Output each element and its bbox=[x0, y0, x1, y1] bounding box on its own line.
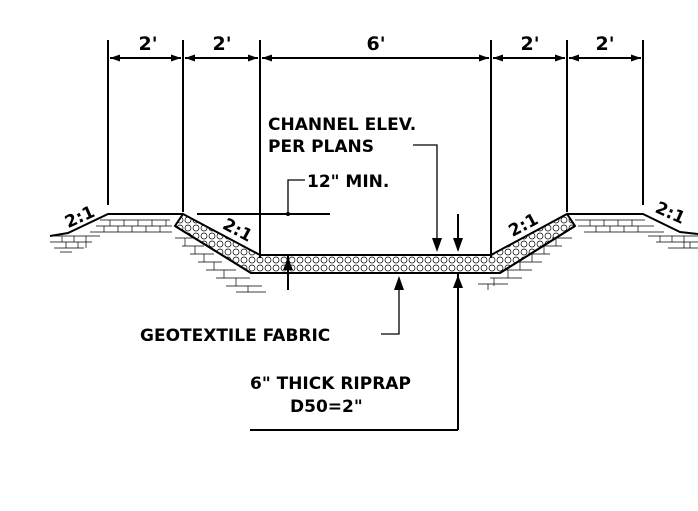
dim-left-inner: 2' bbox=[212, 33, 231, 55]
geotextile-leader bbox=[381, 276, 404, 335]
channel-elev-leader bbox=[413, 144, 442, 252]
min-depth-label: 12" MIN. bbox=[307, 172, 389, 192]
soil-hatching bbox=[50, 219, 698, 293]
slope-right-outer: 2:1 bbox=[652, 198, 688, 229]
channel-elev-label-1: CHANNEL ELEV. bbox=[268, 115, 416, 135]
dim-left-outer: 2' bbox=[138, 33, 157, 55]
geotextile-label: GEOTEXTILE FABRIC bbox=[140, 326, 330, 346]
ground-profile bbox=[49, 213, 698, 237]
dim-right-inner: 2' bbox=[520, 33, 539, 55]
dim-right-outer: 2' bbox=[595, 33, 614, 55]
geotextile-line bbox=[174, 225, 576, 274]
channel-elev-label-2: PER PLANS bbox=[268, 137, 374, 157]
riprap-label-2: D50=2" bbox=[290, 397, 363, 417]
slope-left-outer: 2:1 bbox=[62, 202, 98, 233]
riprap-thickness-marker bbox=[453, 214, 463, 430]
riprap-label-1: 6" THICK RIPRAP bbox=[250, 374, 411, 394]
dimension-extension-lines bbox=[107, 40, 644, 258]
dim-bottom-width: 6' bbox=[366, 33, 385, 55]
min-depth-callout bbox=[197, 179, 330, 290]
